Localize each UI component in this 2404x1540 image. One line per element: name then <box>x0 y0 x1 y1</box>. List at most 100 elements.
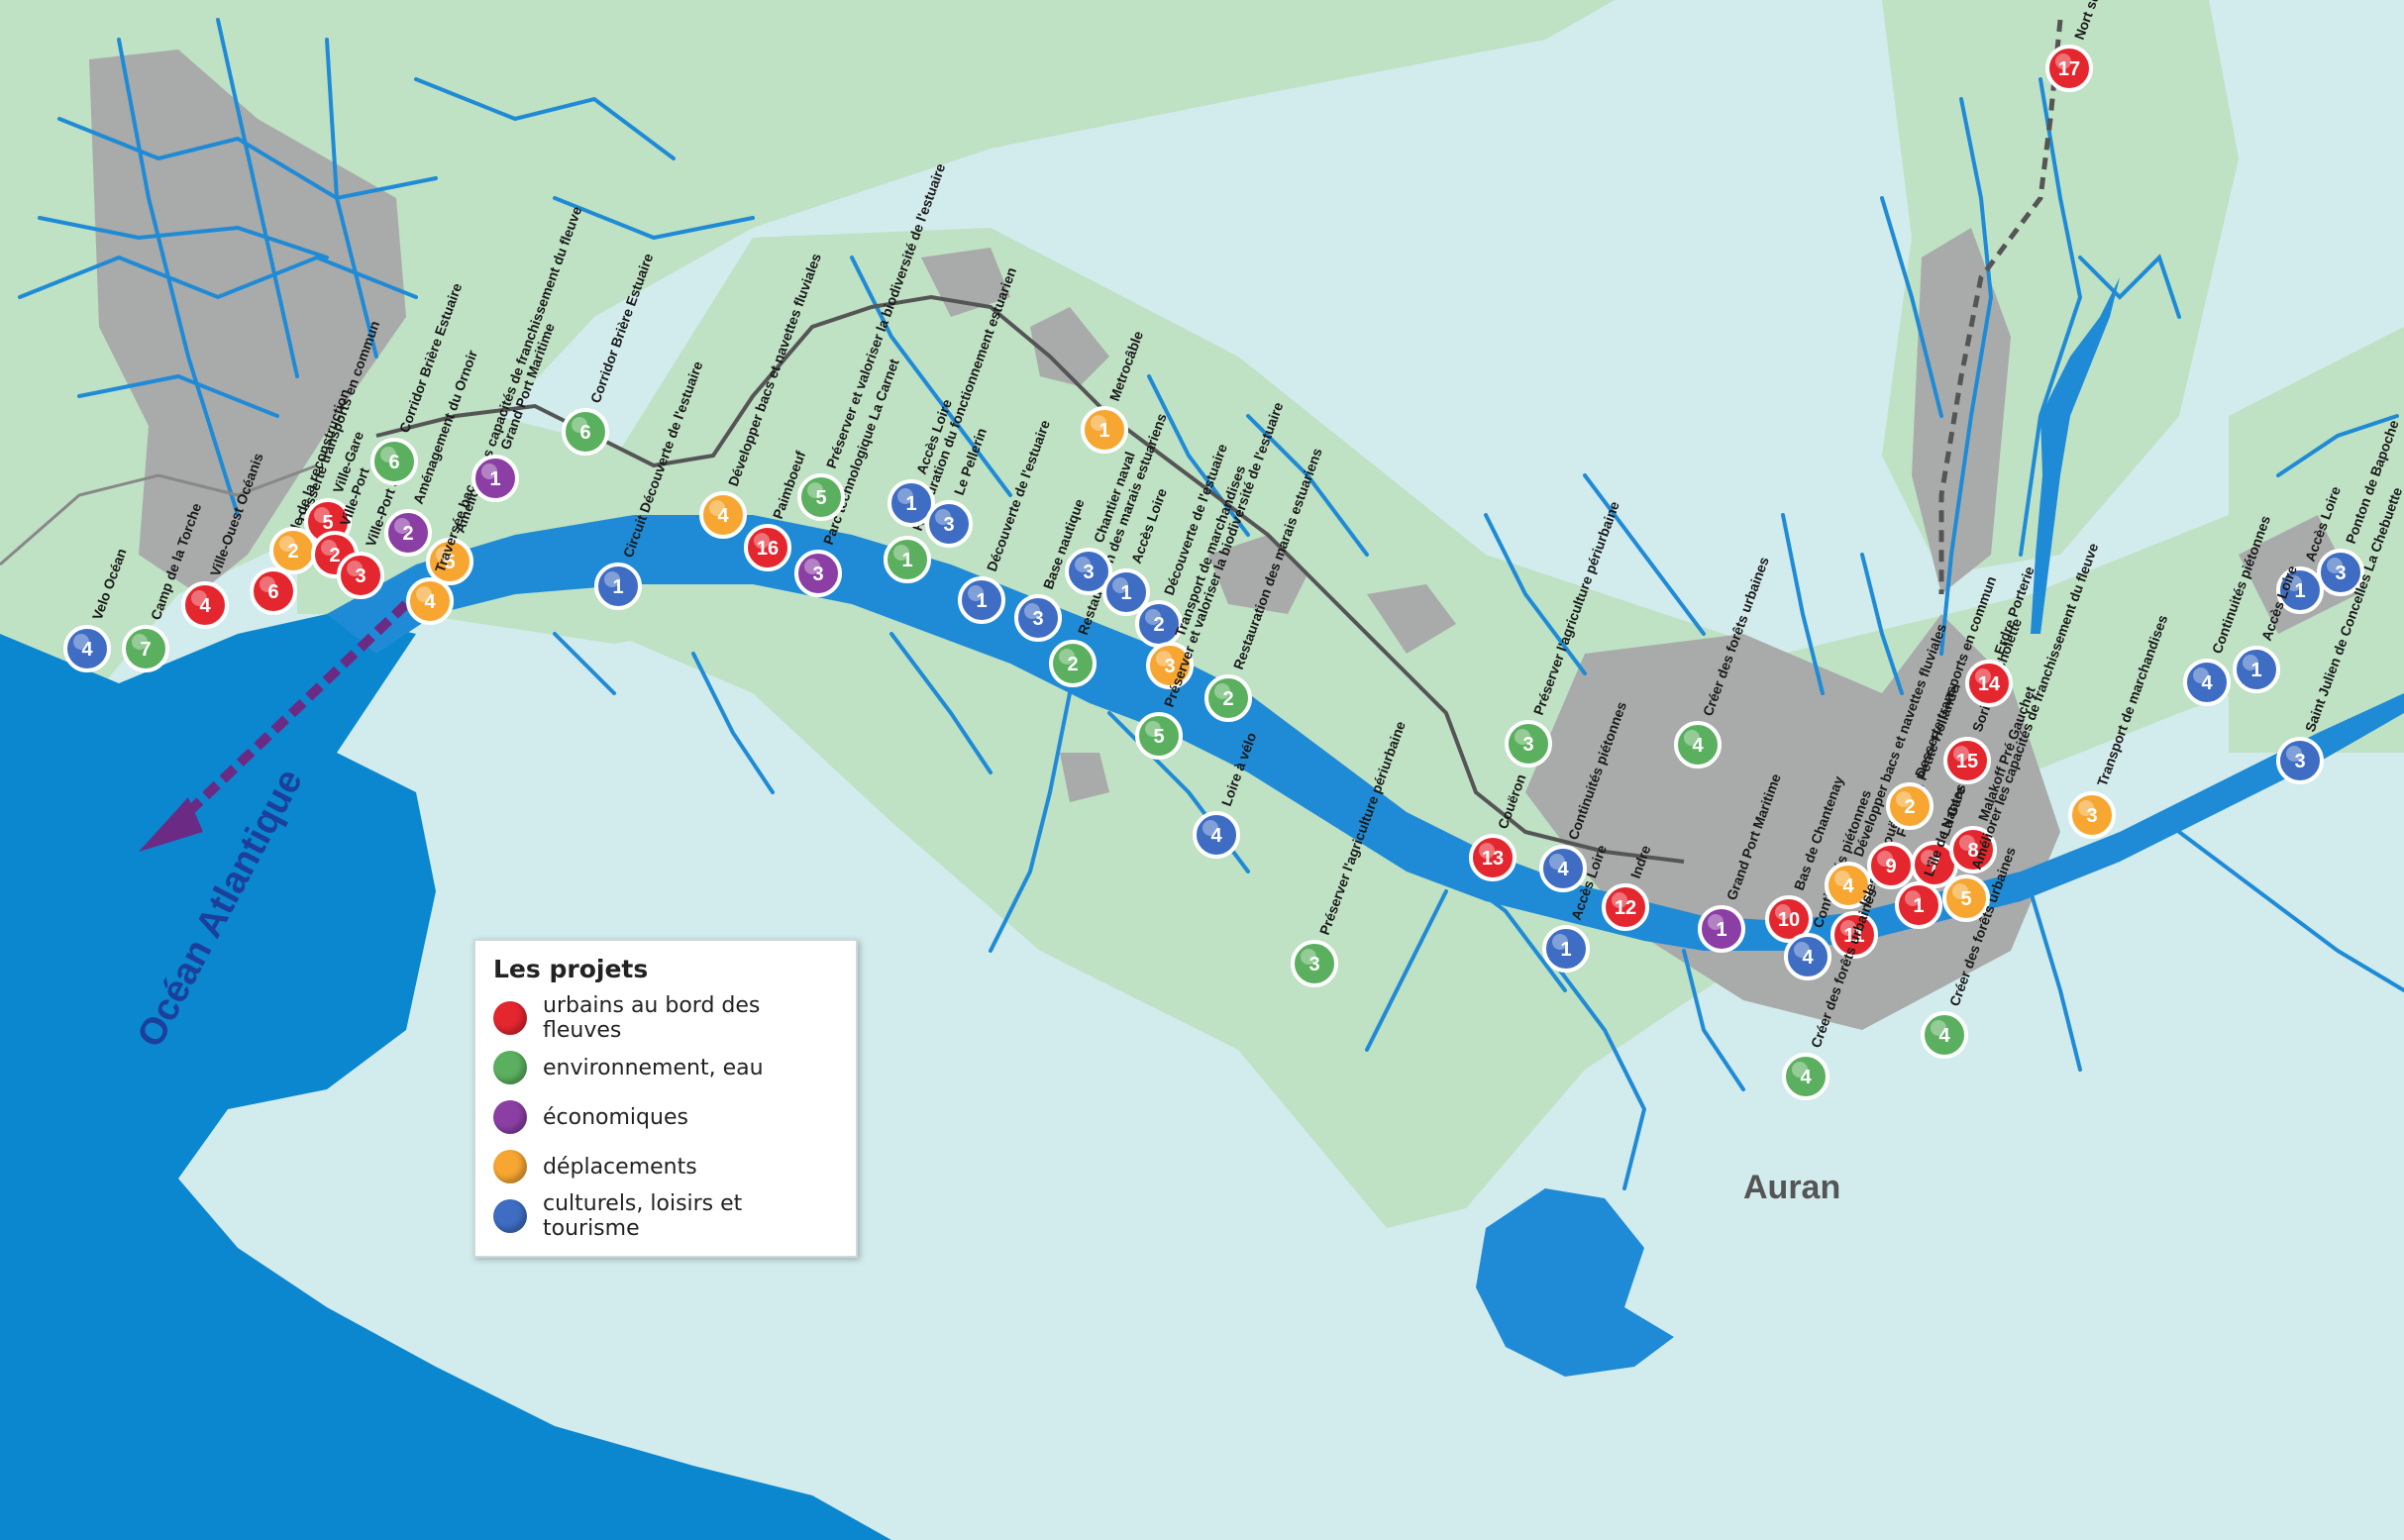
legend-dot-blue <box>493 1199 527 1233</box>
marker-highlight <box>807 482 823 498</box>
marker-number: 8 <box>1967 840 1978 862</box>
marker-number: 2 <box>1153 614 1164 636</box>
marker-number: 7 <box>140 639 151 661</box>
marker-highlight <box>481 463 497 479</box>
marker-circle <box>562 408 609 456</box>
marker-number: 2 <box>1067 654 1078 675</box>
legend-dot-orange <box>493 1150 527 1183</box>
marker-circle <box>884 536 931 583</box>
marker-circle <box>2276 566 2324 614</box>
marker-highlight <box>321 540 337 556</box>
marker-circle <box>1825 862 1872 909</box>
marker-circle <box>337 552 384 599</box>
marker-number: 1 <box>1098 420 1109 442</box>
marker-number: 4 <box>81 639 93 661</box>
marker-circle <box>2068 791 2116 839</box>
marker-highlight <box>968 585 984 601</box>
marker-highlight <box>1840 920 1856 936</box>
marker-number: 4 <box>424 591 436 613</box>
marker-circle <box>1784 933 1831 980</box>
marker-circle <box>1469 834 1516 881</box>
marker-highlight <box>2327 558 2343 573</box>
marker-highlight <box>347 561 363 576</box>
legend-label: environnement, eau <box>543 1055 764 1080</box>
legend-label: économiques <box>543 1104 688 1130</box>
marker-number: 3 <box>2294 751 2305 772</box>
marker-number: 3 <box>1164 656 1175 677</box>
marker-circle <box>1539 845 1587 892</box>
marker-circle <box>794 550 842 597</box>
marker-number: 14 <box>1978 673 2001 695</box>
marker-highlight <box>132 634 148 650</box>
marker-number: 5 <box>1960 888 1971 910</box>
legend-dot-red <box>493 1001 527 1035</box>
marker-number: 1 <box>1560 939 1571 961</box>
marker-highlight <box>1953 746 1969 762</box>
marker-number: 1 <box>489 468 500 490</box>
marker-highlight <box>1959 835 1975 851</box>
marker-highlight <box>260 576 275 592</box>
legend-item-deplacements: déplacements <box>493 1142 838 1191</box>
marker-circle <box>2317 549 2364 596</box>
marker-highlight <box>73 634 89 650</box>
marker-number: 3 <box>1083 562 1094 583</box>
legend-label: déplacements <box>543 1154 697 1180</box>
marker-circle <box>1542 925 1590 973</box>
marker-circle <box>925 500 973 548</box>
marker-circle <box>1081 406 1128 454</box>
marker-highlight <box>804 559 820 574</box>
marker-number: 2 <box>1904 796 1915 818</box>
marker-number: 3 <box>2335 563 2346 584</box>
marker-circle <box>1943 737 1991 784</box>
marker-highlight <box>1059 649 1075 665</box>
marker-highlight <box>1214 683 1230 699</box>
marker-number: 1 <box>901 550 912 571</box>
marker-number: 4 <box>1557 859 1569 880</box>
marker-number: 6 <box>579 422 590 444</box>
marker-circle <box>1135 712 1183 760</box>
marker-highlight <box>394 518 410 534</box>
marker-circle <box>2183 659 2231 706</box>
marker-highlight <box>1708 914 1724 930</box>
marker-number: 3 <box>2086 805 2097 827</box>
marker-circle <box>1921 1011 1968 1059</box>
marker-circle <box>1830 911 1878 959</box>
marker-circle <box>1895 881 1942 929</box>
marker-highlight <box>1684 730 1700 746</box>
marker-number: 3 <box>943 514 954 536</box>
marker-number: 17 <box>2058 58 2080 80</box>
atlantic-ocean <box>0 614 891 1540</box>
legend-item-economiques: économiques <box>493 1092 838 1142</box>
marker-highlight <box>380 447 396 462</box>
marker-number: 4 <box>717 505 729 527</box>
marker-circle <box>1949 826 1997 873</box>
marker-number: 2 <box>329 545 340 566</box>
marker-circle <box>370 438 418 485</box>
marker-number: 6 <box>267 581 278 603</box>
marker-highlight <box>1952 883 1968 899</box>
marker-highlight <box>279 536 295 552</box>
marker-number: 3 <box>1032 608 1043 630</box>
marker-circle <box>1065 548 1112 595</box>
marker-circle <box>181 581 229 629</box>
legend-title: Les projets <box>493 955 649 983</box>
marker-circle <box>426 538 473 585</box>
marker-highlight <box>572 417 587 433</box>
legend-dot-green <box>493 1051 527 1084</box>
marker-highlight <box>709 500 725 516</box>
marker-number: 11 <box>1843 925 1864 947</box>
marker-circle <box>699 491 747 539</box>
marker-circle <box>888 479 935 527</box>
marker-number: 4 <box>1800 1067 1812 1088</box>
marker-highlight <box>1775 904 1791 920</box>
marker-highlight <box>935 509 951 525</box>
marker-circle <box>1102 568 1150 616</box>
marker-number: 1 <box>1120 582 1131 604</box>
marker-circle <box>1942 874 1990 922</box>
marker-circle <box>1049 640 1097 687</box>
marker-highlight <box>2055 53 2071 69</box>
legend-dot-purple <box>493 1100 527 1134</box>
marker-highlight <box>604 571 620 587</box>
city-label: Auran <box>1743 1169 1840 1206</box>
